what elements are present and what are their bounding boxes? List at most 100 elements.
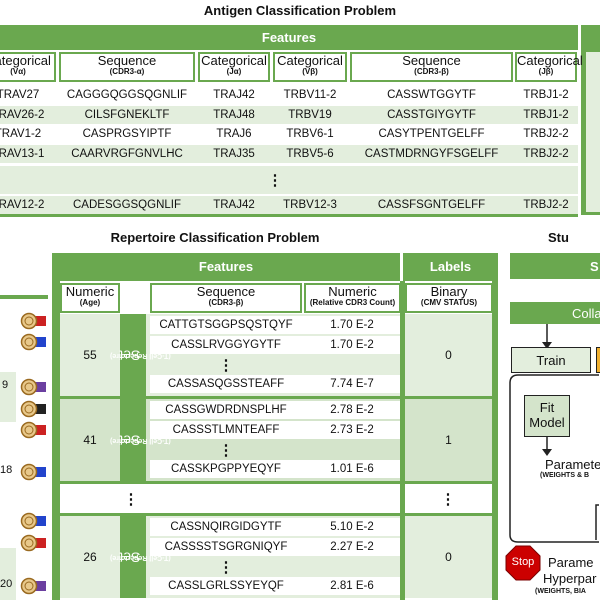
antigen-cell: TRBJ1-2 (523, 109, 569, 121)
medal-icon (20, 512, 46, 530)
rep-seq-row (150, 518, 400, 536)
stop-label: Stop (511, 556, 535, 568)
rep-seq-row (150, 401, 400, 419)
medal-icon (20, 577, 46, 595)
train-label: Train (536, 352, 566, 368)
antigen-header-3-main: Categorical (277, 53, 343, 68)
rep-ellipsis-band (60, 484, 400, 514)
antigen-cell: CASPRGSYIPTF (82, 128, 172, 140)
antigen-features-label: Features (261, 30, 317, 45)
antigen-row (0, 106, 578, 124)
antigen-row (0, 145, 578, 163)
rep-count-cell: 2.27 E-2 (330, 541, 374, 553)
medal-icon (20, 333, 46, 351)
rep-seq-cell: CASSLGRLSSYEYQF (168, 580, 284, 592)
rep-sep-2 (60, 481, 492, 484)
rep-label-header-sub: (CMV STATUS) (420, 297, 478, 307)
antigen-cell: CILSFGNEKLTF (84, 109, 170, 121)
antigen-header-2-main: Categorical (201, 53, 267, 68)
antigen-header-0-main: Categorical (0, 53, 51, 68)
rep-left-band-1 (0, 372, 16, 422)
rep-count-cell: 1.70 E-2 (330, 339, 374, 351)
rep-seq-header-sub: (CDR3-β) (208, 297, 244, 307)
antigen-header-1-main: Sequence (97, 53, 157, 68)
antigen-header-0: Categorical(Vα) (0, 52, 56, 82)
train-box: Train (511, 347, 591, 373)
rep-features-band (52, 253, 400, 281)
antigen-header-2: Categorical(Jα) (198, 52, 270, 82)
antigen-cell: CASSWTGGYTF (387, 89, 476, 101)
antigen-header-5-sub: (Jβ) (538, 66, 554, 76)
rep-frame-mid (400, 281, 405, 600)
left-number-2: 18 (0, 464, 13, 476)
antigen-cell: TRBJ2-2 (523, 128, 569, 140)
rep-age-value: 41 (83, 433, 97, 447)
rep-set-text: Set(T-Cell Repertoire) (110, 410, 171, 471)
rep-left-band-2 (0, 548, 16, 600)
rep-count-cell: 7.74 E-7 (330, 378, 374, 390)
rep-labels-label: Labels (429, 259, 472, 274)
antigen-cell: CADESGGSQGNLIF (73, 199, 181, 211)
antigen-row (0, 86, 578, 104)
rep-age-value: 55 (83, 348, 97, 362)
antigen-header-1: Sequence(CDR3-α) (59, 52, 195, 82)
antigen-cell: TRAJ35 (213, 148, 255, 160)
antigen-features-band: Features (0, 25, 578, 50)
antigen-cell: TRAJ42 (213, 89, 255, 101)
rep-label-header: Binary(CMV STATUS) (405, 283, 493, 313)
rep-set-text: Set(T-Cell Repertoire) (110, 325, 171, 386)
antigen-cell: TRAV27 (0, 89, 40, 101)
antigen-cell: TRBV6-1 (286, 128, 334, 140)
antigen-cell: TRBJ1-2 (523, 89, 569, 101)
antigen-cell: CAGGGQGGSQGNLIF (66, 89, 188, 101)
rep-sep-1 (60, 396, 492, 399)
parameters-sub: (WEIGHTS & B (540, 472, 589, 479)
rep-ellipsis-label: ⋮ (440, 490, 456, 508)
rep-row-ellipsis: ⋮ (218, 441, 234, 459)
rep-label-value: 0 (445, 348, 452, 362)
rep-set-box: Set(T-Cell Repertoire) (110, 399, 171, 481)
antigen-ellipsis: ⋮ (267, 171, 283, 189)
rep-ellipsis-mid: ⋮ (123, 490, 139, 508)
antigen-header-4: Sequence(CDR3-β) (350, 52, 513, 82)
antigen-header-3: Categorical(Vβ) (273, 52, 347, 82)
rep-labels-band (403, 253, 498, 281)
colla-label: Colla (572, 305, 600, 321)
rep-seq-cell: CASSSTLMNTEAFF (172, 424, 280, 436)
rep-set-box: Set(T-Cell Repertoire) (110, 314, 171, 396)
weights-sub: (WEIGHTS, BIA (535, 588, 586, 595)
rep-label-value: 0 (445, 550, 452, 564)
rep-seq-row (150, 577, 400, 595)
study-band: S (510, 253, 600, 279)
rep-row-ellipsis: ⋮ (218, 558, 234, 576)
antigen-header-4-main: Sequence (402, 53, 461, 68)
medal-icon (20, 312, 46, 330)
rep-seq-row (150, 375, 400, 393)
antigen-cell: TRAJ42 (213, 199, 255, 211)
antigen-cell: TRAV13-1 (0, 148, 45, 160)
rep-seq-row (150, 538, 400, 556)
rep-set-text: Set(T-Cell Repertoire) (110, 527, 171, 588)
antigen-header-0-sub: (Vα) (10, 66, 26, 76)
rep-seq-cell: CASSKPGPPYEQYF (171, 463, 281, 475)
antigen-cell: CASSFSGNTGELFF (377, 199, 486, 211)
rep-sep-3 (60, 513, 492, 516)
antigen-cell: CASSTGIYGYTF (387, 109, 476, 121)
rep-count-header-main: Numeric (328, 284, 377, 299)
rep-age-header-main: Numeric (65, 284, 115, 299)
rep-count-cell: 5.10 E-2 (330, 521, 374, 533)
rep-seq-cell: CASSGWDRDNSPLHF (165, 404, 287, 416)
rep-row-ellipsis: ⋮ (218, 356, 234, 374)
rep-seq-row (150, 336, 400, 354)
antigen-cell: TRBJ2-2 (523, 148, 569, 160)
antigen-ellipsis-row (0, 166, 578, 194)
rep-seq-row (150, 460, 400, 478)
parameters-text: Paramete (545, 457, 600, 472)
antigen-cell: TRBJ2-2 (523, 199, 569, 211)
rep-label-header-main: Binary (430, 284, 468, 299)
rep-set-box: Set(T-Cell Repertoire) (110, 516, 171, 598)
rep-group-label-bg (405, 314, 492, 396)
antigen-cell: CASTMDRNGYFSGELFF (364, 148, 499, 160)
medal-icon (20, 534, 46, 552)
rep-seq-cell: CASSLRVGGYGYTF (171, 339, 281, 351)
